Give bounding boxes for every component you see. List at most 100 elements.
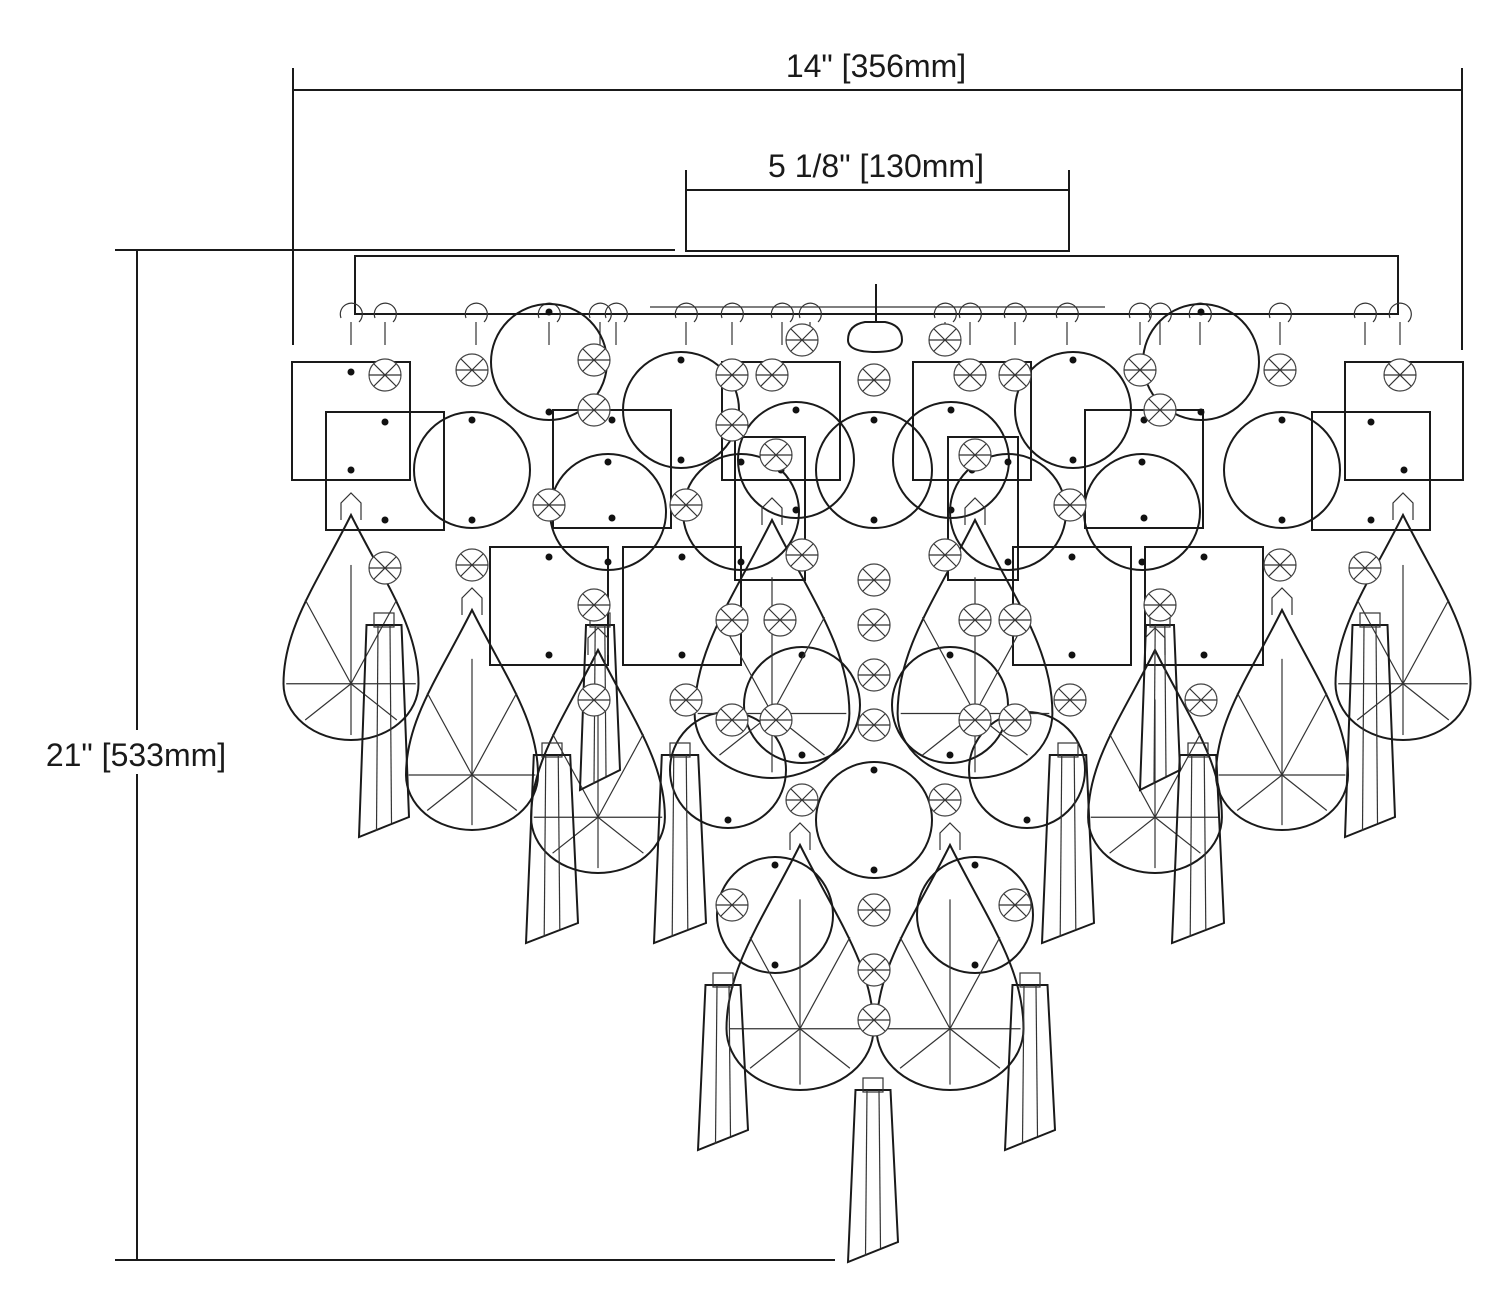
prism-facet <box>1035 984 1039 1137</box>
bead-facet <box>1054 493 1086 517</box>
connector-dot <box>608 416 616 424</box>
overall-width-label: 14" [356mm] <box>786 48 966 84</box>
teardrop-facet <box>1154 816 1201 854</box>
connector-dot <box>947 406 955 414</box>
prism-facet <box>864 1089 868 1257</box>
canopy <box>354 250 1399 354</box>
prism-cap <box>1057 742 1079 758</box>
hook-icon <box>604 302 628 323</box>
bead-facet <box>858 613 890 637</box>
bead-facet <box>858 958 890 982</box>
connector-dot <box>1138 458 1146 466</box>
hook-icon <box>464 302 488 323</box>
prism-facet <box>375 624 379 832</box>
connector-dot <box>1140 514 1148 522</box>
bead-facet <box>533 493 565 517</box>
round-crystal <box>1014 351 1132 469</box>
bead-facet <box>999 363 1031 387</box>
bead-facet <box>456 553 488 577</box>
connector-dot <box>1278 416 1286 424</box>
prism-facet <box>685 754 689 930</box>
round-crystal <box>1083 453 1201 571</box>
hook-icon <box>770 302 794 323</box>
teardrop-facet <box>1109 733 1156 818</box>
hook-icon <box>1388 302 1412 323</box>
connector-dot <box>1068 651 1076 659</box>
teardrop-crystal <box>404 607 540 831</box>
prism-pendant <box>652 754 708 945</box>
prism-cap <box>712 972 734 988</box>
bead-facet <box>1349 556 1381 580</box>
teardrop-facet <box>799 936 851 1030</box>
dimension-canopy-width: 5 1/8" [130mm] <box>685 148 1070 252</box>
connector-dot <box>1400 466 1408 474</box>
teardrop-facet <box>1402 683 1450 721</box>
prism-facet <box>1059 754 1063 938</box>
bead-facet <box>716 608 748 632</box>
connector-dot <box>771 961 779 969</box>
connector-dot <box>1197 408 1205 416</box>
square-crystal <box>622 546 742 666</box>
teardrop-facet <box>350 683 398 721</box>
teardrop-crystal <box>282 512 420 741</box>
teardrop-crystal <box>530 647 666 874</box>
bead-facet <box>456 358 488 382</box>
teardrop-facet <box>1356 599 1404 685</box>
prism-facet <box>728 984 732 1137</box>
prism-facet <box>714 984 718 1145</box>
teardrop-facet <box>350 599 398 685</box>
teardrop-facet <box>597 733 644 818</box>
connector-dot <box>1200 651 1208 659</box>
hook-icon <box>1353 302 1377 323</box>
height-label-background <box>25 730 250 774</box>
bead-facet <box>1144 593 1176 617</box>
dimension-overall-width: 14" [356mm] <box>292 48 1463 350</box>
connector-dot <box>545 651 553 659</box>
bead-facet <box>786 328 818 352</box>
teardrop-cap <box>1271 587 1293 615</box>
hook-icon <box>339 302 363 323</box>
teardrop-facet <box>949 1028 1001 1069</box>
round-crystal <box>737 401 855 519</box>
prism-pendant <box>1003 984 1057 1152</box>
teardrop-facet <box>552 733 599 818</box>
round-crystal <box>815 411 933 529</box>
connector-dot <box>870 766 878 774</box>
prism-cap <box>862 1077 884 1093</box>
round-crystal <box>743 646 861 764</box>
connector-dot <box>1367 418 1375 426</box>
bead-facet <box>959 608 991 632</box>
connector-dot <box>1278 516 1286 524</box>
round-crystal <box>916 856 1034 974</box>
prism-pendant <box>1138 624 1182 792</box>
connector-dot <box>381 418 389 426</box>
teardrop-crystal <box>693 517 851 779</box>
teardrop-facet <box>1281 774 1328 811</box>
hook-icon <box>588 302 612 323</box>
teardrop-facet <box>899 1028 951 1069</box>
connector-dot <box>792 506 800 514</box>
bead-facet <box>1384 363 1416 387</box>
connector-dot <box>677 356 685 364</box>
teardrop-facet <box>799 1028 851 1069</box>
round-crystal <box>716 856 834 974</box>
bead-facet <box>716 708 748 732</box>
prism-facet <box>389 624 393 824</box>
teardrop-facet <box>304 599 352 685</box>
connector-dot <box>1138 558 1146 566</box>
prism-pendant <box>846 1089 900 1264</box>
hook-icon <box>798 302 822 323</box>
connector-dot <box>771 861 779 869</box>
bead-facet <box>929 543 961 567</box>
bead-facet <box>578 593 610 617</box>
round-crystal <box>413 411 531 529</box>
teardrop-facet <box>1236 774 1283 811</box>
connector-dot <box>545 553 553 561</box>
connector-dot <box>946 751 954 759</box>
teardrop-cap <box>461 587 483 615</box>
connector-dot <box>870 516 878 524</box>
connector-dot <box>946 651 954 659</box>
connector-dot <box>1004 558 1012 566</box>
center-finial <box>846 321 904 354</box>
